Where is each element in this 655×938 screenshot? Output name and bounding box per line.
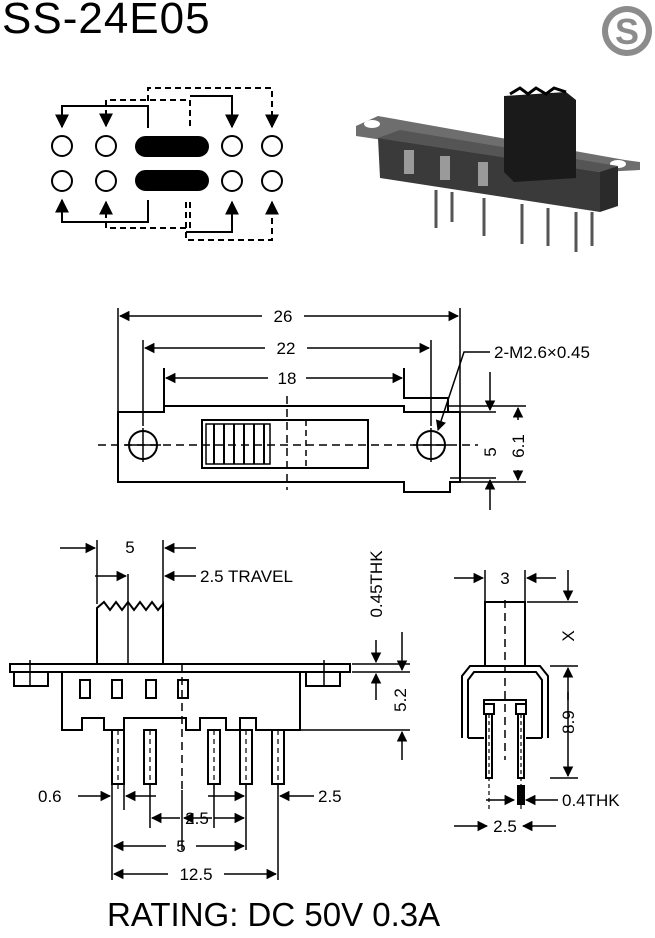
dim-pin-thickness: 0.4THK xyxy=(562,791,620,810)
dim-slot-length: 18 xyxy=(278,369,297,388)
dim-knob-width: 5 xyxy=(125,538,134,557)
dim-travel: 2.5 TRAVEL xyxy=(200,567,293,586)
dim-end-knob-width: 3 xyxy=(500,569,509,588)
contact-row-bottom xyxy=(51,170,283,192)
dim-total-span: 12.5 xyxy=(179,865,212,884)
dim-overall-length: 26 xyxy=(274,307,293,326)
dim-row-pitch: 2.5 xyxy=(493,817,517,836)
dim-plate-thickness: 0.45THK xyxy=(367,550,386,618)
brand-logo-icon: S xyxy=(602,6,652,56)
dim-knob-height: X xyxy=(559,630,578,641)
top-view-drawing xyxy=(98,308,526,510)
contact-row-top xyxy=(51,135,283,157)
label-mount-holes: 2-M2.6×0.45 xyxy=(494,343,590,362)
dim-center-span: 5 xyxy=(176,837,185,856)
logo-letter: S xyxy=(615,11,639,52)
dim-body-width: 5 xyxy=(481,447,500,456)
dim-flange-width: 6.1 xyxy=(509,434,528,458)
end-view-drawing xyxy=(454,570,578,832)
side-view-drawing xyxy=(9,540,410,880)
slider-bar-top xyxy=(135,136,209,157)
dim-pin-pitch-mid: 2.5 xyxy=(185,809,209,828)
dim-pin-width: 0.6 xyxy=(38,787,62,806)
product-photo xyxy=(356,86,640,252)
dim-pin-pitch-right: 2.5 xyxy=(318,787,342,806)
rating-text: RATING: DC 50V 0.3A xyxy=(107,896,441,933)
dim-hole-pitch: 22 xyxy=(277,339,296,358)
model-title: SS-24E05 xyxy=(2,0,211,43)
slider-bar-bottom xyxy=(135,170,209,191)
circuit-schematic xyxy=(51,87,283,241)
dim-end-height: 8.9 xyxy=(559,710,578,734)
dim-body-height: 5.2 xyxy=(391,688,410,712)
